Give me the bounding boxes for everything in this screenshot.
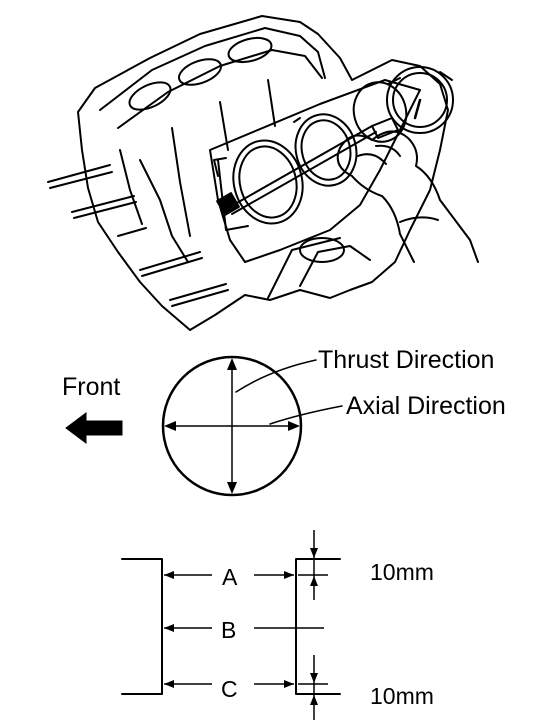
row-b-left-arrow: [164, 624, 174, 632]
row-a-right-arrow: [284, 571, 294, 579]
engine-block-illustration: [47, 15, 449, 331]
position-b-label: B: [221, 617, 236, 643]
axial-arrow-left: [164, 421, 176, 431]
top-offset-label: 10mm: [370, 559, 434, 585]
bottom-dim-arrow-down: [310, 673, 318, 683]
front-label: Front: [62, 373, 120, 401]
bore-cross-section: [161, 355, 343, 497]
axial-leader-line: [269, 405, 343, 425]
hand-holding-gauge: [336, 130, 479, 263]
left-cylinder-wall: [121, 558, 163, 695]
row-c-right-arrow: [284, 680, 294, 688]
bore-circle: [161, 355, 303, 497]
top-dim-arrow-down: [310, 548, 318, 558]
axial-arrow-right: [288, 421, 300, 431]
thrust-arrow-top: [227, 358, 237, 370]
bottom-dim-arrow-up: [310, 695, 318, 705]
bottom-offset-label: 10mm: [370, 683, 434, 709]
thrust-leader-line: [235, 359, 317, 393]
row-a-left-arrow: [164, 571, 174, 579]
thrust-direction-label: Thrust Direction: [318, 346, 494, 374]
row-c-left-arrow: [164, 680, 174, 688]
thrust-arrow-bottom: [227, 482, 237, 494]
axial-direction-label: Axial Direction: [346, 392, 506, 420]
right-cylinder-wall: [295, 558, 341, 695]
top-dim-arrow-up: [310, 576, 318, 586]
front-arrow: [65, 412, 123, 444]
position-a-label: A: [222, 564, 238, 590]
position-c-label: C: [221, 676, 238, 702]
measurement-positions-diagram: [121, 530, 341, 720]
